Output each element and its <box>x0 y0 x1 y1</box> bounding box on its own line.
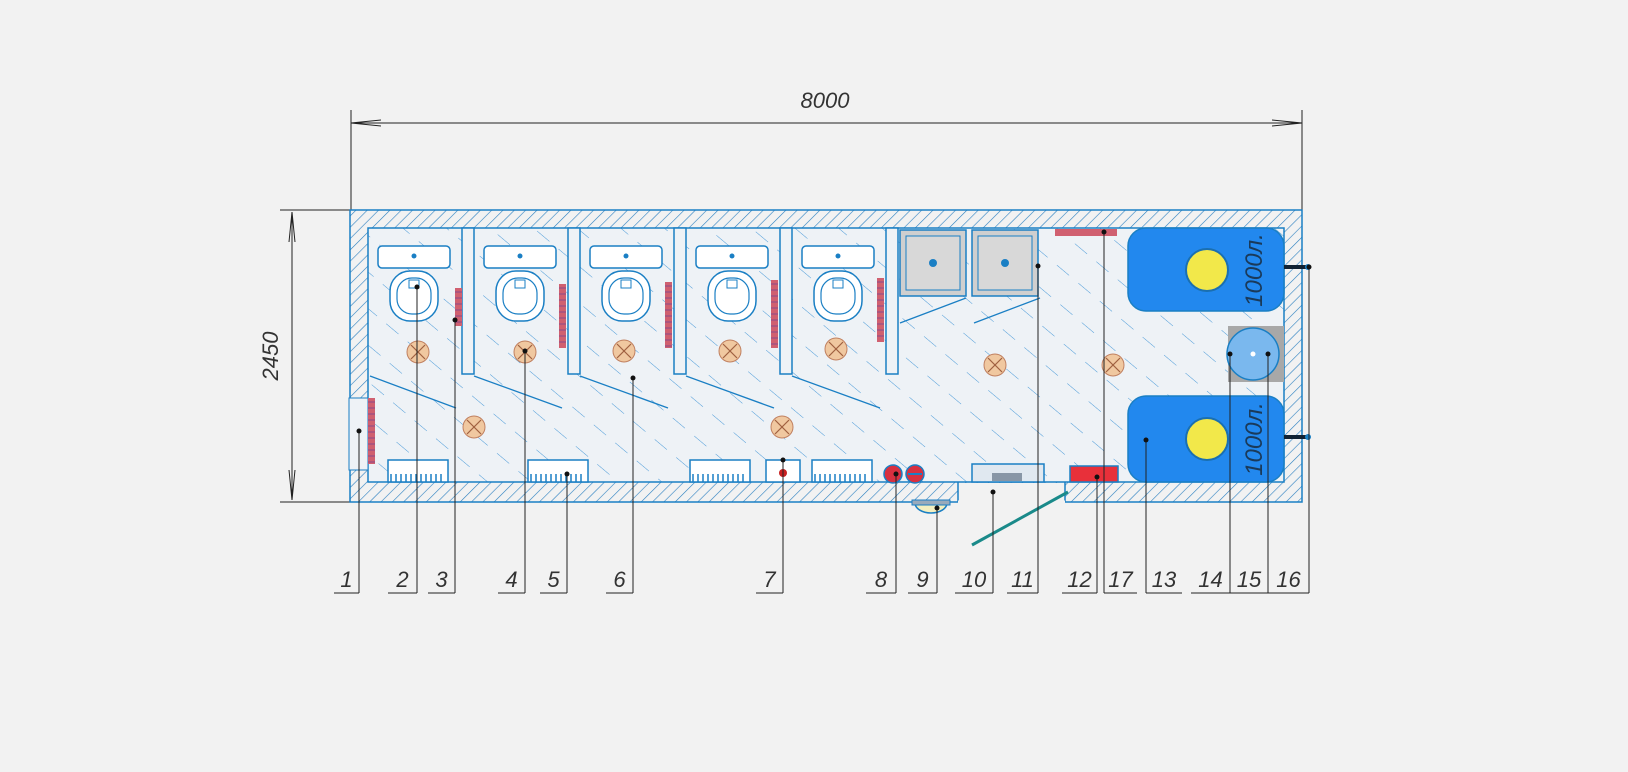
toilet-group <box>377 245 875 322</box>
cabin-door-swings <box>369 297 1041 409</box>
callout-number: 6 <box>613 567 626 592</box>
callout-2: 2 <box>388 284 420 594</box>
callout-9: 9 <box>908 505 940 594</box>
ceiling-lamp-5 <box>824 337 848 361</box>
bench-group <box>387 459 873 483</box>
heater-3 <box>665 282 672 348</box>
callout-number: 4 <box>505 567 517 592</box>
callout-number: 1 <box>340 567 352 592</box>
washbasin-pair <box>899 229 1039 297</box>
floor-grate-3 <box>689 459 751 483</box>
toilet-2 <box>483 245 557 322</box>
cabin-partitions <box>461 227 899 375</box>
heater-6 <box>368 398 375 464</box>
width-dimension-label: 8000 <box>801 88 851 113</box>
ceiling-lamp-3 <box>612 339 636 363</box>
callout-number: 2 <box>395 567 408 592</box>
floor-grate-1 <box>387 459 449 483</box>
callout-number: 8 <box>875 567 888 592</box>
callout-17: 17 <box>1101 229 1137 594</box>
electrical-panel <box>1069 465 1119 483</box>
callout-8: 8 <box>866 471 899 594</box>
callout-number: 17 <box>1108 567 1133 592</box>
callout-number: 16 <box>1276 567 1301 592</box>
callout-6: 6 <box>606 375 636 594</box>
heater-5 <box>877 278 884 342</box>
toilet-4 <box>695 245 769 322</box>
callout-14: 14 <box>1191 351 1233 594</box>
ceiling-lamp-6 <box>983 353 1007 377</box>
callout-13: 13 <box>1143 437 1182 594</box>
ceiling-lamp-4 <box>718 339 742 363</box>
callout-4: 4 <box>498 348 528 594</box>
callout-16: 16 <box>1268 264 1312 594</box>
ceiling-lamp-9 <box>770 415 794 439</box>
floor-grate-2 <box>527 459 589 483</box>
callout-number: 12 <box>1067 567 1091 592</box>
toilet-1 <box>377 245 451 322</box>
water-pump <box>1226 326 1284 382</box>
callout-number: 11 <box>1011 567 1034 592</box>
callout-15: 15 <box>1230 351 1271 594</box>
toilet-5 <box>801 245 875 322</box>
ceiling-lamp-1 <box>406 340 430 364</box>
callout-number: 7 <box>763 567 776 592</box>
callout-5: 5 <box>540 471 570 594</box>
callout-number: 13 <box>1152 567 1177 592</box>
width-dimension: 8000 <box>350 88 1303 210</box>
toilet-3 <box>589 245 663 322</box>
switch-red <box>883 464 903 484</box>
outside-pipes <box>1284 265 1308 439</box>
callout-3: 3 <box>428 317 458 594</box>
top-heater <box>1055 229 1117 236</box>
tank-bottom-label: 1000л. <box>1241 402 1268 476</box>
height-dimension-label: 2450 <box>258 331 283 382</box>
ceiling-lamp-8 <box>462 415 486 439</box>
callout-7: 7 <box>756 457 786 594</box>
water-tank-top: 1000л. <box>1127 227 1285 312</box>
callout-number: 3 <box>435 567 448 592</box>
callout-number: 15 <box>1237 567 1262 592</box>
callout-number: 14 <box>1198 567 1222 592</box>
callout-1: 1 <box>334 428 362 594</box>
callout-10: 10 <box>955 489 996 594</box>
callout-11: 11 <box>1007 263 1041 594</box>
tank-top-label: 1000л. <box>1241 233 1268 307</box>
heater-group <box>368 278 884 464</box>
callout-number: 9 <box>916 567 928 592</box>
callout-12: 12 <box>1062 474 1100 594</box>
ceiling-lamp-7 <box>1101 353 1125 377</box>
height-dimension: 2450 <box>258 209 351 503</box>
callout-number: 5 <box>547 567 560 592</box>
heater-2 <box>559 284 566 348</box>
callout-number: 10 <box>962 567 987 592</box>
water-tank-bottom: 1000л. <box>1127 395 1285 483</box>
floor-grate-4 <box>811 459 873 483</box>
heater-4 <box>771 280 778 348</box>
